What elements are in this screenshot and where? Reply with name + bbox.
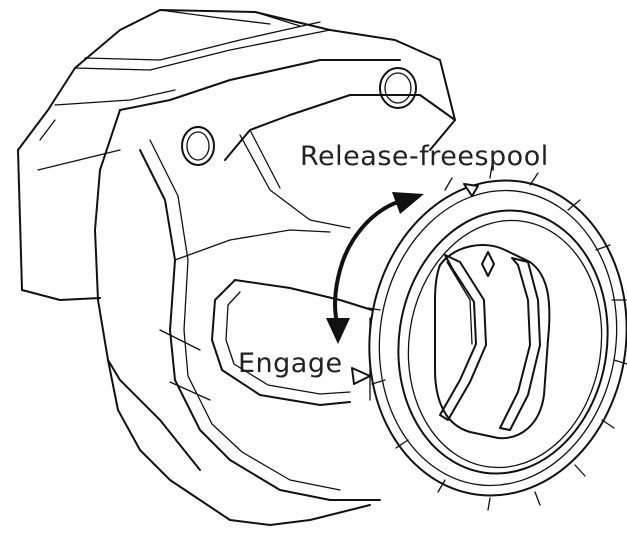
clutch-knob [367,164,627,511]
rear-housing [17,9,456,301]
mounting-hole-left [181,126,215,166]
engage-label: Engage [238,348,343,379]
rotation-double-arrow-icon [326,192,424,344]
diamond-marker-icon [481,251,495,277]
release-freespool-label: Release-freespool [300,141,549,172]
front-housing [94,94,456,526]
engage-pointer-icon [351,367,371,385]
triangle-marker-icon [463,183,479,197]
mounting-hole-top-right [379,67,417,109]
